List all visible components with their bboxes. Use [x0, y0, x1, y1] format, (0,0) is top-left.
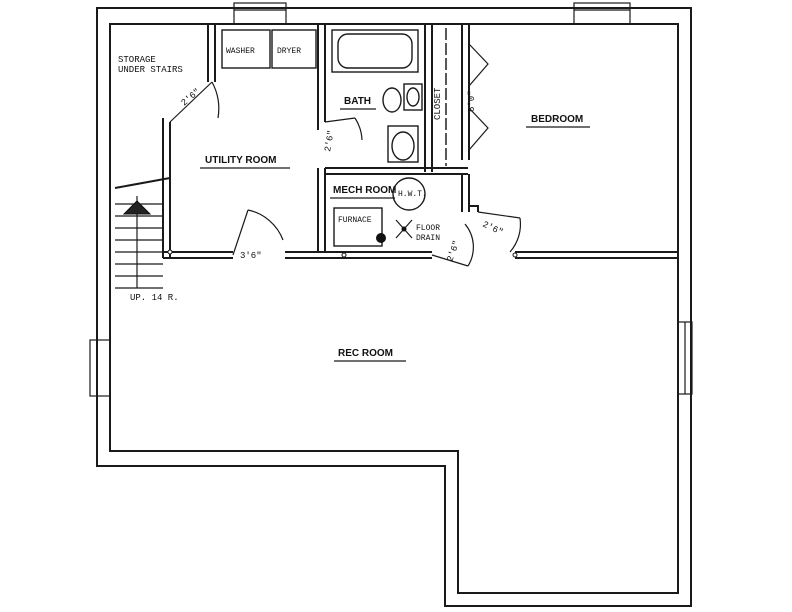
hwt-label: H.W.T. [398, 190, 427, 199]
furnace-label: FURNACE [338, 216, 372, 225]
bedroom-label: BEDROOM [531, 114, 583, 125]
rec-room-label: REC ROOM [338, 348, 393, 359]
exterior-walls [96, 7, 692, 607]
interior-walls [114, 24, 678, 259]
washer-label: WASHER [226, 47, 255, 56]
door-size-bath: 2'6" [323, 130, 337, 153]
utility-room-label: UTILITY ROOM [205, 155, 276, 166]
sink [403, 83, 423, 111]
stairs [115, 196, 163, 289]
floor-drain-icon [395, 219, 413, 239]
closet-label: CLOSET [433, 87, 443, 120]
door-size-utility-rec: 3'6" [240, 251, 262, 261]
floor-drain-label-1: FLOOR [416, 224, 440, 233]
windows [89, 2, 693, 397]
floor-drain-label-2: DRAIN [416, 234, 440, 243]
storage-label-2: UNDER STAIRS [118, 65, 183, 75]
door-size-closet: 6'0" [467, 90, 477, 112]
door-size-utility-stair: 2'6" [180, 87, 203, 109]
stairs-label: UP. 14 R. [130, 293, 179, 303]
bathtub [331, 29, 419, 73]
door-size-mech: 2'6" [445, 239, 462, 263]
doors [167, 43, 522, 267]
toilet [382, 87, 419, 163]
stair-arrow-icon [122, 200, 152, 215]
water-heater [392, 177, 426, 211]
washer [221, 29, 271, 69]
bath-label: BATH [344, 96, 371, 107]
storage-label-1: STORAGE [118, 55, 156, 65]
door-size-bedroom: 2'6" [481, 220, 505, 238]
mech-room-label: MECH ROOM [333, 185, 396, 196]
furnace [333, 207, 383, 247]
furnace-flue-icon [376, 233, 386, 243]
dryer [271, 29, 317, 69]
dryer-label: DRYER [277, 47, 301, 56]
